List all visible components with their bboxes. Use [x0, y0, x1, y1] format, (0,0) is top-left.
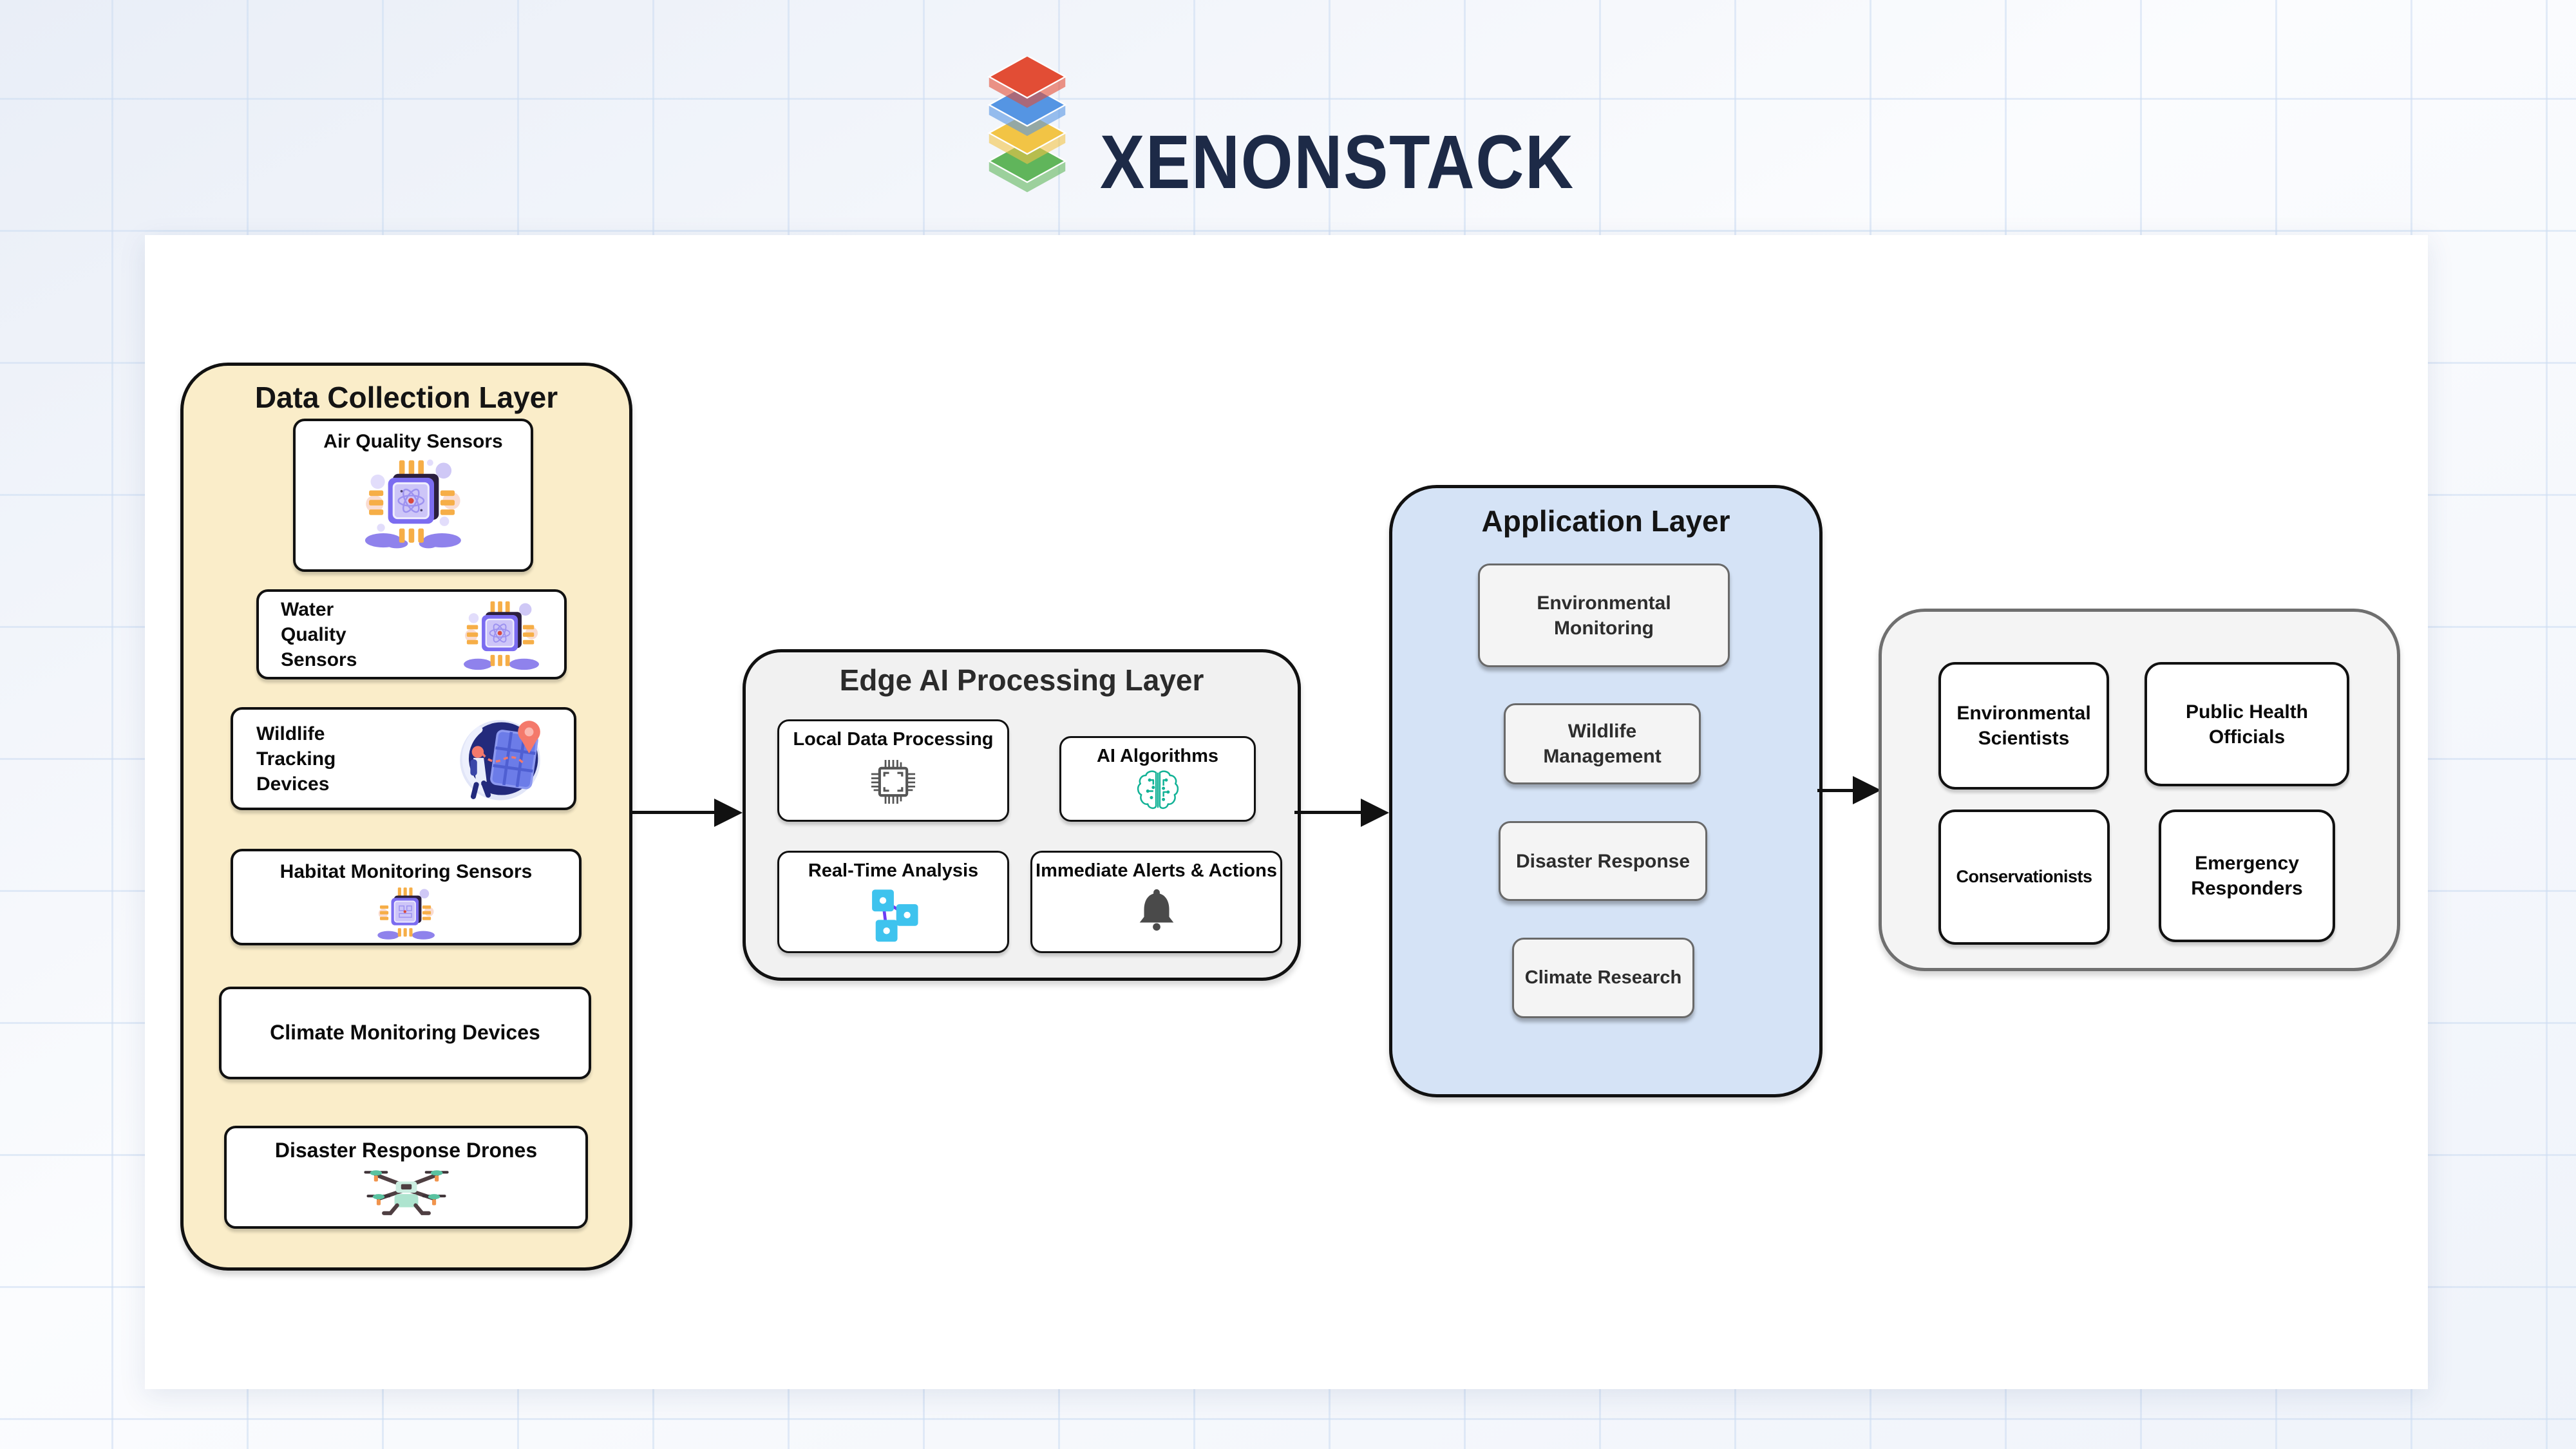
sensor-chip-icon [377, 887, 435, 940]
node-label: Wildlife Management [1543, 721, 1662, 767]
node-label: Environmental Scientists [1956, 703, 2091, 749]
layer-stack-icon [987, 57, 1067, 193]
node-air-quality-sensors: Air Quality Sensors [293, 419, 533, 572]
node-label: Emergency Responders [2191, 853, 2303, 899]
sensor-chip-icon [365, 459, 461, 549]
node-label: AI Algorithms [1096, 746, 1219, 766]
node-immediate-alerts-actions: Immediate Alerts & Actions [1030, 851, 1282, 953]
logo-wordmark: XENONSTACK [1100, 120, 1575, 205]
node-label: Climate Research [1524, 967, 1682, 988]
node-label: Climate Monitoring Devices [270, 1021, 540, 1045]
node-label: Conservationists [1956, 867, 2092, 887]
node-label: Environmental Monitoring [1537, 592, 1671, 639]
node-label: Local Data Processing [793, 729, 994, 750]
node-disaster-response-drones: Disaster Response Drones [224, 1126, 588, 1229]
processor-outline-icon [871, 759, 916, 804]
node-habitat-monitoring-sensors: Habitat Monitoring Sensors [231, 849, 582, 945]
application-layer-title: Application Layer [1481, 504, 1730, 538]
node-wildlife-management: Wildlife Management [1504, 703, 1701, 784]
gps-tracker-icon [460, 720, 540, 800]
bell-icon [1139, 889, 1173, 931]
sensor-chip-icon [464, 601, 539, 670]
node-label: Real-Time Analysis [808, 860, 979, 881]
xenonstack-logo: XENONSTACK [966, 57, 1642, 205]
node-disaster-response: Disaster Response [1499, 821, 1707, 901]
ai-brain-icon [1137, 770, 1179, 809]
node-label: Disaster Response Drones [274, 1139, 538, 1162]
edge-ai-layer-title: Edge AI Processing Layer [839, 663, 1204, 697]
node-emergency-responders: Emergency Responders [2159, 810, 2335, 942]
node-label: Water Quality Sensors [281, 598, 357, 670]
network-graph-icon [872, 889, 918, 942]
node-climate-monitoring-devices: Climate Monitoring Devices [219, 987, 591, 1079]
node-label: Immediate Alerts & Actions [1036, 860, 1277, 881]
node-public-health-officials: Public Health Officials [2145, 662, 2349, 786]
node-label: Disaster Response [1515, 850, 1690, 872]
node-ai-algorithms: AI Algorithms [1059, 736, 1256, 822]
node-climate-research: Climate Research [1512, 938, 1694, 1018]
drone-icon [363, 1170, 449, 1215]
node-real-time-analysis: Real-Time Analysis [777, 851, 1009, 953]
node-environmental-monitoring: Environmental Monitoring [1478, 564, 1730, 667]
node-water-quality-sensors: Water Quality Sensors [256, 589, 567, 679]
node-label: Wildlife Tracking Devices [256, 723, 336, 795]
node-environmental-scientists: Environmental Scientists [1938, 662, 2109, 790]
node-local-data-processing: Local Data Processing [777, 719, 1009, 822]
data-collection-layer-title: Data Collection Layer [254, 381, 558, 414]
node-conservationists: Conservationists [1938, 810, 2110, 945]
node-label: Habitat Monitoring Sensors [279, 861, 533, 882]
node-label: Air Quality Sensors [323, 431, 503, 452]
node-label: Public Health Officials [2185, 701, 2309, 748]
node-wildlife-tracking-devices: Wildlife Tracking Devices [231, 707, 576, 810]
